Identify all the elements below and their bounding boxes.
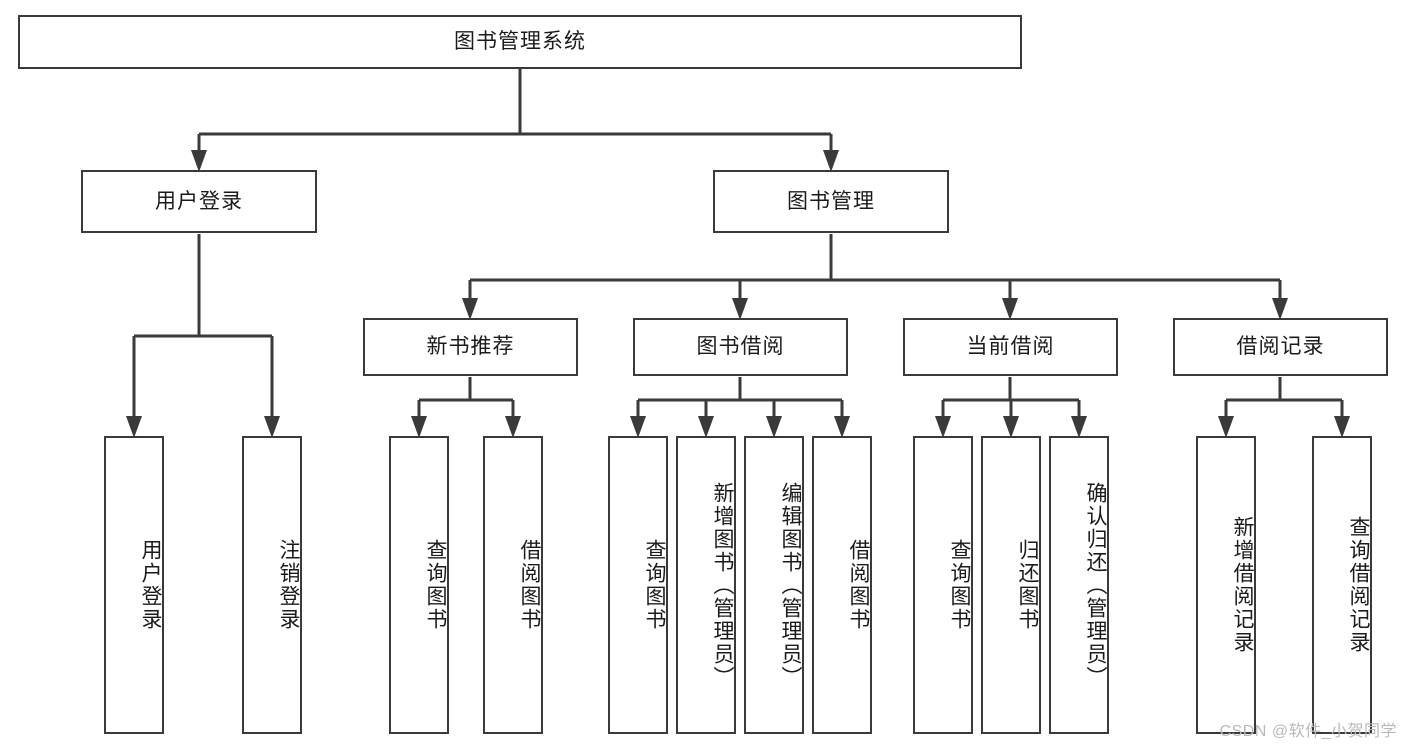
node-book-management[interactable]: 图书管理 [713, 170, 949, 233]
node-borrow-record[interactable]: 借阅记录 [1173, 318, 1388, 376]
leaf-query-book-current[interactable]: 查询图书 [913, 436, 973, 734]
node-label: 查询图书 [948, 539, 971, 631]
node-label: 新增借阅记录 [1231, 516, 1254, 654]
node-label: 新增图书（管理员） [711, 481, 734, 689]
node-label: 借阅图书 [518, 539, 541, 631]
node-label: 借阅记录 [1236, 335, 1325, 359]
leaf-edit-book-admin[interactable]: 编辑图书（管理员） [744, 436, 804, 734]
leaf-query-book-recommend[interactable]: 查询图书 [389, 436, 449, 734]
leaf-return-book[interactable]: 归还图书 [981, 436, 1041, 734]
node-label: 用户登录 [155, 189, 243, 213]
node-label: 用户登录 [139, 539, 162, 631]
leaf-add-borrow-record[interactable]: 新增借阅记录 [1196, 436, 1256, 734]
node-label: 图书管理系统 [454, 30, 586, 54]
node-label: 当前借阅 [966, 335, 1055, 359]
leaf-logout[interactable]: 注销登录 [242, 436, 302, 734]
node-book-borrow[interactable]: 图书借阅 [633, 318, 848, 376]
leaf-borrow-book-recommend[interactable]: 借阅图书 [483, 436, 543, 734]
node-new-book-recommend[interactable]: 新书推荐 [363, 318, 578, 376]
node-label: 图书借阅 [696, 335, 785, 359]
node-label: 查询图书 [424, 539, 447, 631]
leaf-query-borrow-record[interactable]: 查询借阅记录 [1312, 436, 1372, 734]
leaf-query-book-borrow[interactable]: 查询图书 [608, 436, 668, 734]
node-label: 编辑图书（管理员） [779, 481, 802, 689]
node-current-borrow[interactable]: 当前借阅 [903, 318, 1118, 376]
node-label: 注销登录 [277, 539, 300, 631]
node-label: 图书管理 [787, 189, 875, 213]
leaf-user-login[interactable]: 用户登录 [104, 436, 164, 734]
leaf-confirm-return-admin[interactable]: 确认归还（管理员） [1049, 436, 1109, 734]
node-root-book-management-system[interactable]: 图书管理系统 [18, 15, 1022, 69]
node-label: 查询图书 [643, 539, 666, 631]
node-label: 借阅图书 [847, 539, 870, 631]
node-label: 确认归还（管理员） [1084, 481, 1107, 689]
node-user-login[interactable]: 用户登录 [81, 170, 317, 233]
leaf-add-book-admin[interactable]: 新增图书（管理员） [676, 436, 736, 734]
node-label: 新书推荐 [426, 335, 515, 359]
watermark: CSDN @软件_小贺同学 [1219, 723, 1397, 740]
node-label: 查询借阅记录 [1347, 516, 1370, 654]
node-label: 归还图书 [1016, 539, 1039, 631]
leaf-borrow-book[interactable]: 借阅图书 [812, 436, 872, 734]
